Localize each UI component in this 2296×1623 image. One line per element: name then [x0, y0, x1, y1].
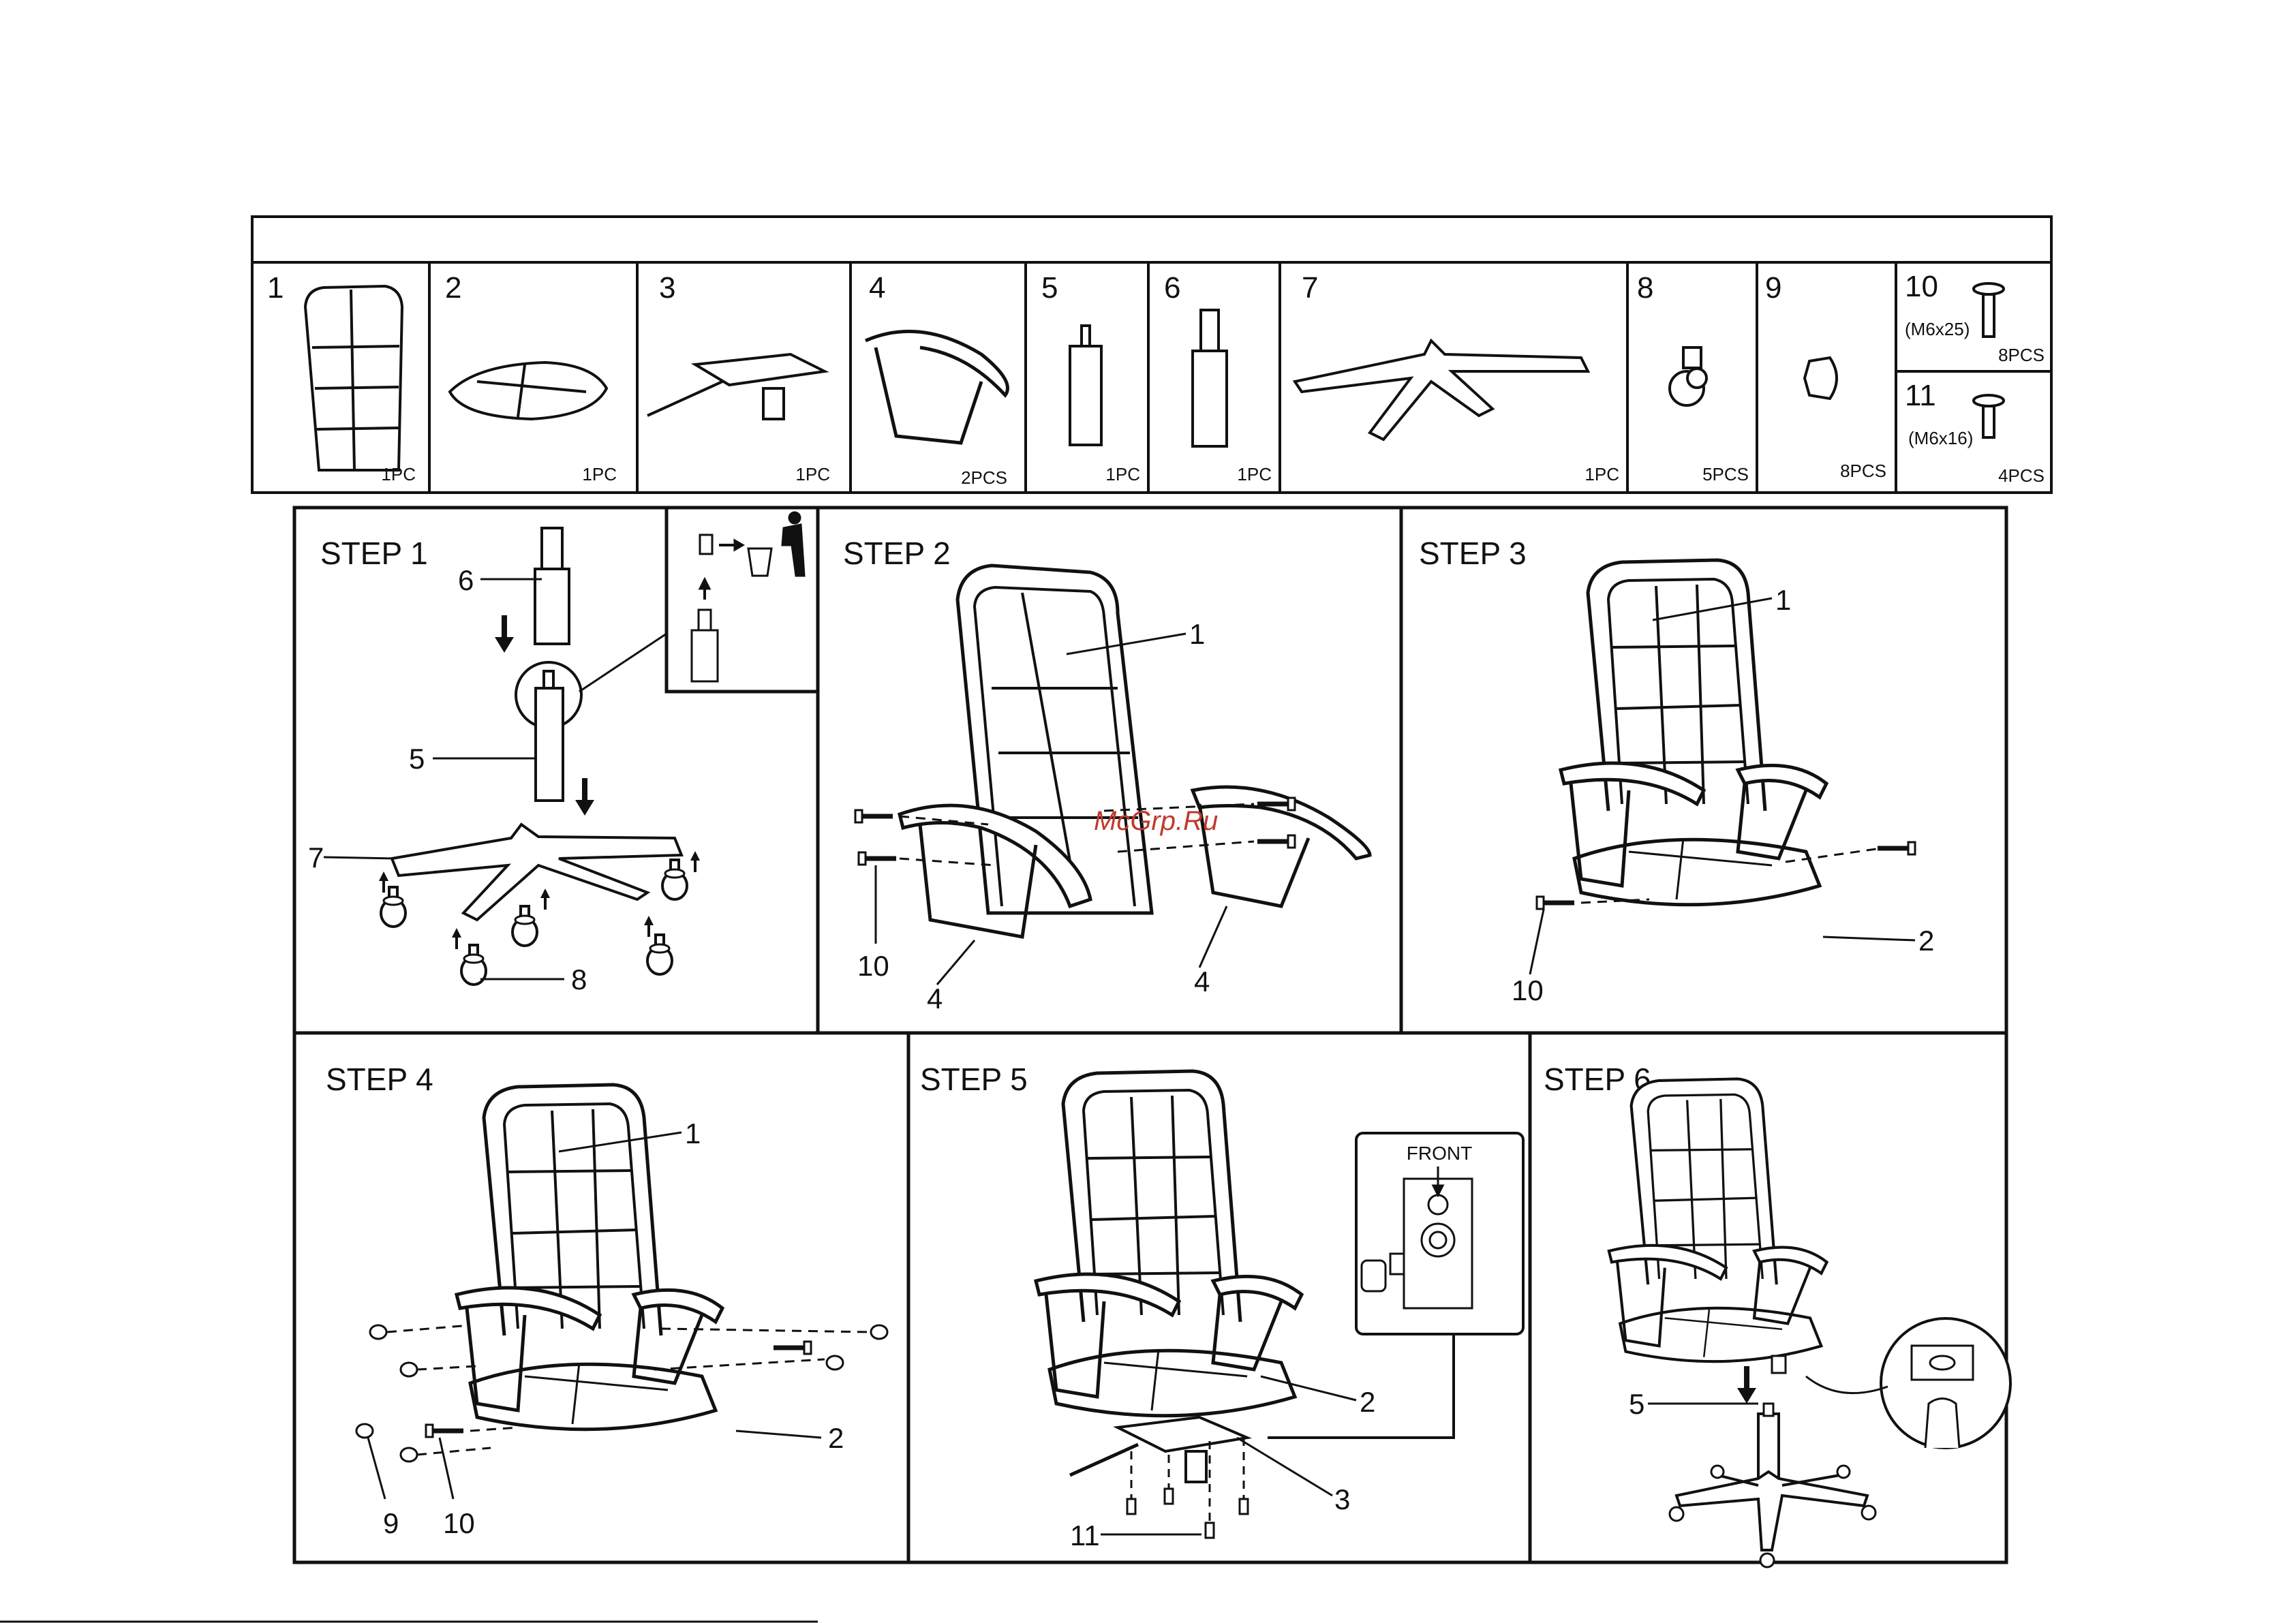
step-title: STEP 3	[1419, 536, 1527, 571]
star-base-icon	[1295, 341, 1588, 439]
part-number: 7	[1302, 271, 1318, 305]
callout: 2	[1360, 1386, 1375, 1418]
part-number: 2	[445, 271, 461, 305]
part-number: 11	[1905, 379, 1936, 412]
callout: 4	[1194, 965, 1210, 998]
gas-cover-icon	[1193, 310, 1227, 446]
step-title: STEP 4	[326, 1062, 433, 1097]
callout: 10	[1512, 974, 1544, 1006]
step-title: STEP 5	[920, 1062, 1028, 1097]
step-5-illustration: FRONT 2 3 11	[1036, 1071, 1523, 1551]
armrest-icon	[866, 331, 1007, 443]
part-number: 10	[1905, 270, 1938, 303]
callout: 11	[1070, 1519, 1100, 1551]
backrest-icon	[305, 286, 402, 470]
gas-lift-icon	[1070, 326, 1101, 445]
callout: 8	[571, 963, 587, 995]
callout: 2	[828, 1422, 844, 1454]
part-number: 4	[869, 271, 885, 305]
part-number: 3	[659, 271, 675, 305]
callout: 7	[308, 841, 324, 874]
part-qty: 4PCS	[1998, 465, 2045, 486]
bolt-m6x16-icon	[1974, 395, 2004, 437]
step-4-illustration: 1 2 9 10	[356, 1085, 887, 1539]
bolt-m6x25-icon	[1974, 283, 2004, 337]
part-qty: 1PC	[1237, 464, 1272, 484]
part-qty: 8PCS	[1840, 461, 1886, 481]
watermark: McGrp.Ru	[1094, 806, 1218, 836]
callout: 1	[685, 1117, 701, 1149]
callout: 5	[409, 743, 425, 775]
part-number: 6	[1164, 271, 1180, 305]
part-number: 9	[1765, 271, 1781, 305]
part-number: 5	[1041, 271, 1058, 305]
mechanism-icon	[647, 354, 825, 419]
part-number: 8	[1637, 271, 1653, 305]
callout: 4	[927, 983, 943, 1015]
seat-icon	[450, 362, 607, 419]
step-6-illustration: 5	[1609, 1079, 2010, 1567]
part-number: 1	[267, 271, 284, 305]
part-qty: 5PCS	[1702, 464, 1749, 484]
part-spec: (M6x16)	[1908, 428, 1973, 448]
part-qty: 1PC	[1585, 464, 1619, 484]
caster-icon	[1670, 347, 1706, 405]
discard-cap-icon	[692, 512, 804, 681]
parts-table: 1 2 3 4 5 6 7 8 9 10 11 (M6x25) (M6x16) …	[252, 217, 2051, 493]
step-title: STEP 1	[320, 536, 428, 571]
front-label: FRONT	[1407, 1143, 1472, 1164]
step-title: STEP 2	[843, 536, 951, 571]
callout: 10	[443, 1507, 475, 1539]
step-2-illustration: 1 10 4 4	[855, 566, 1370, 1015]
step-3-illustration: 1 2 10	[1512, 560, 1934, 1006]
callout: 10	[857, 950, 889, 982]
part-qty: 1PC	[795, 464, 830, 484]
part-qty: 1PC	[1105, 464, 1140, 484]
callout: 2	[1918, 925, 1934, 957]
callout: 9	[383, 1507, 399, 1539]
callout: 5	[1629, 1388, 1644, 1420]
part-spec: (M6x25)	[1905, 319, 1970, 339]
part-qty: 8PCS	[1998, 345, 2045, 365]
callout: 3	[1334, 1483, 1350, 1515]
part-qty: 1PC	[582, 464, 617, 484]
step-1-illustration: 6 5 7 8	[308, 508, 818, 995]
callout: 1	[1189, 618, 1205, 650]
callout: 6	[458, 564, 474, 596]
part-qty: 2PCS	[961, 467, 1007, 488]
callout: 1	[1775, 584, 1791, 616]
screw-cap-icon	[1805, 358, 1837, 399]
